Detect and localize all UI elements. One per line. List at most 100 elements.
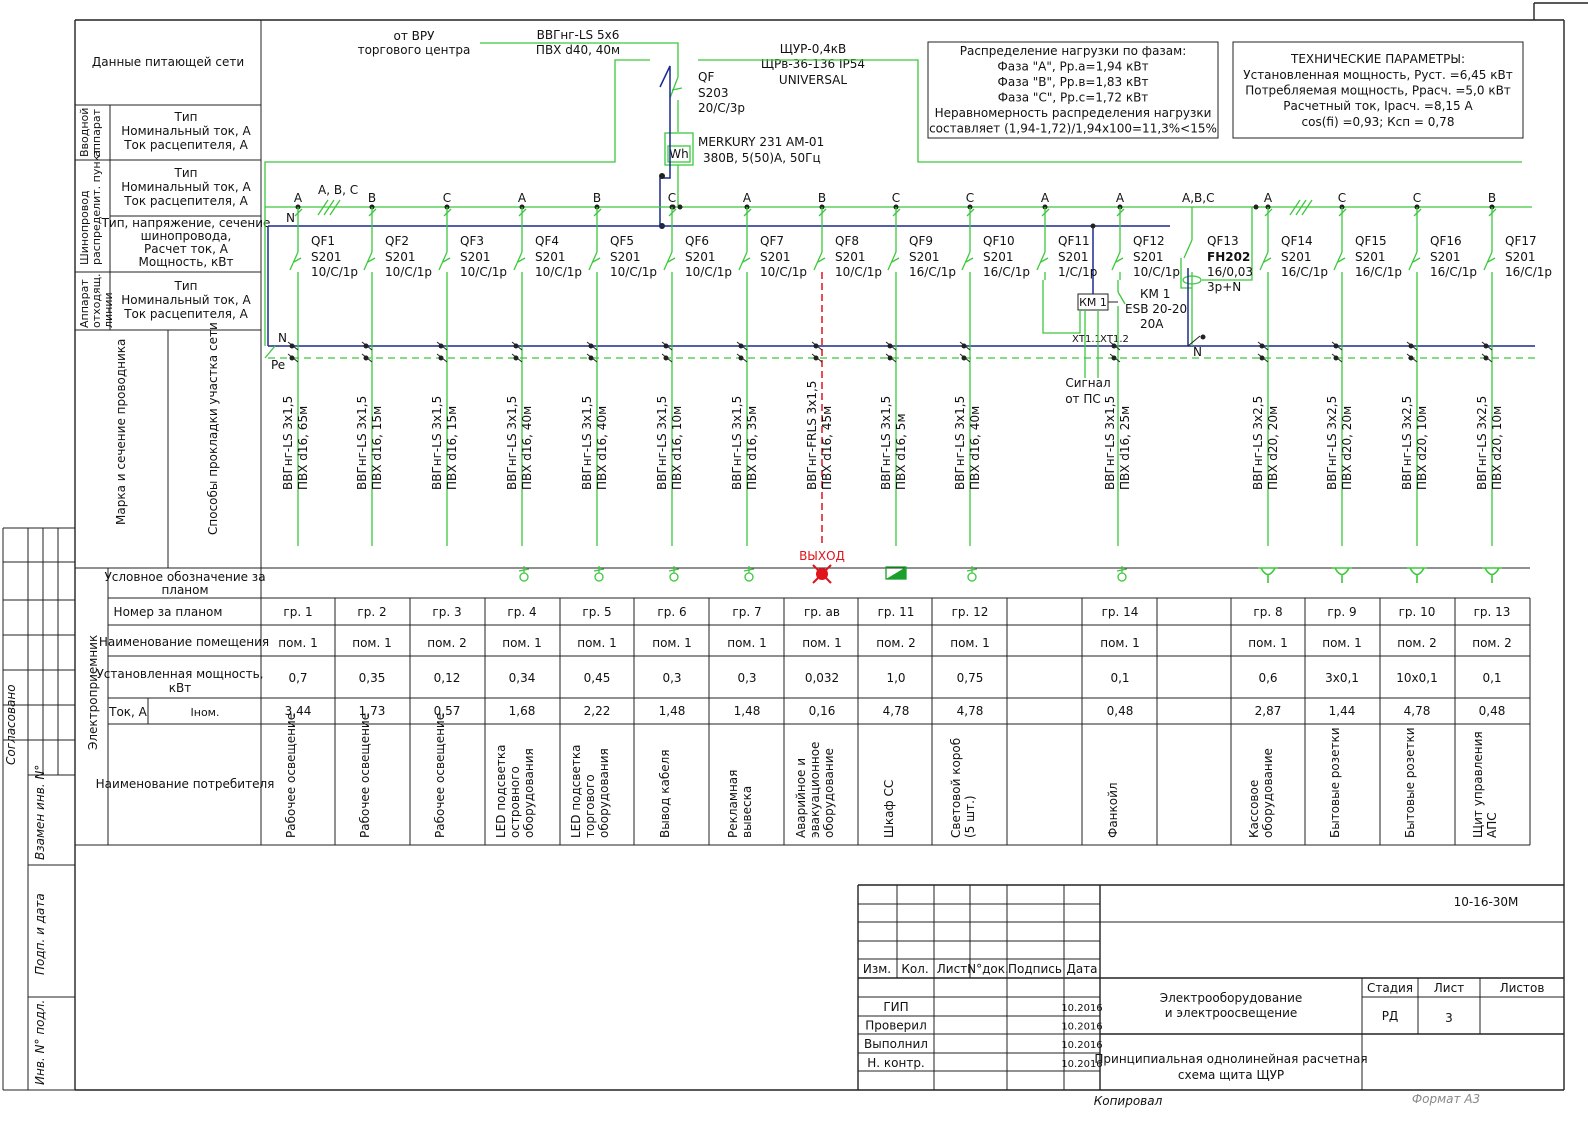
cable-label: ВВГнг-LS 3x1,5ПВХ d16, 15м [430,396,459,490]
cable-label: ВВГнг-LS 3x1,5ПВХ d16, 65м [281,396,310,490]
stamp-col: Изм. [863,962,891,976]
plan-number: гр. 10 [1399,605,1436,619]
label-power-2: кВт [169,681,191,695]
cable-label: ВВГнг-LS 3x1,5ПВХ d16, 5м [879,396,908,490]
consumer-name: Кассовоеоборудование [1247,748,1275,838]
panel-name-3: UNIVERSAL [779,73,847,87]
stamp-stage: РД [1382,1009,1399,1023]
plan-number: гр. 13 [1474,605,1511,619]
qf-device: S201 [1281,250,1312,264]
cable-label: ВВГнг-LS 3x2,5ПВХ d20, 10м [1475,396,1504,490]
km-xt2: ХТ1.2 [1100,334,1129,345]
socket-icon [1407,567,1427,583]
qf-device: S201 [1430,250,1461,264]
tech-title: ТЕХНИЧЕСКИЕ ПАРАМЕТРЫ: [1290,52,1465,66]
consumer-name: Щит управленияАПС [1471,731,1499,838]
qf-label: QF11 [1058,234,1090,248]
qf-rating: 10/С/1р [685,265,732,279]
phase-letter: А [743,191,752,205]
qf-rating: 10/С/1р [460,265,507,279]
label-bus-line-b: шинопровода, [141,229,232,243]
room-name: пом. 2 [876,636,916,650]
phase-line: составляет (1,94-1,72)/1,94х100=11,3%<15… [929,122,1217,136]
installed-power: 0,1 [1482,671,1501,685]
qf-rating: 10/С/1р [760,265,807,279]
side-agreed: Согласовано [4,684,18,765]
cable-label: ВВГнг-LS 3x1,5ПВХ d16, 40м [580,396,609,490]
rated-current: 2,22 [584,704,611,718]
stamp-date: 10.2016 [1061,1003,1102,1014]
bus-abc: А, В, С [318,183,358,197]
qf-device: S201 [835,250,866,264]
cable-label: ВВГнг-LS 3x2,5ПВХ d20, 20м [1325,396,1354,490]
qf-label: QF10 [983,234,1015,248]
km-signal-1: Сигнал [1065,376,1110,390]
tech-line: Потребляемая мощность, Ррасч. =5,0 кВт [1245,84,1511,98]
bus-n-top: N [286,211,295,225]
label-bus-line: Ток расцепителя, А [123,194,248,208]
phase-letter: С [892,191,900,205]
stamp-drawing-2: схема щита ЩУР [1178,1068,1284,1082]
tech-parameters-box: ТЕХНИЧЕСКИЕ ПАРАМЕТРЫ: Установленная мощ… [1232,41,1524,139]
side-inv-replace: Взамен инв. N° [33,765,47,860]
stamp-role: Проверил [865,1019,927,1033]
lamp-icon [967,572,977,582]
qf-rating: 10/С/1р [835,265,882,279]
label-outgoing-line: Ток расцепителя, А [123,307,248,321]
rated-current: 1,48 [734,704,761,718]
qf-device: S201 [983,250,1014,264]
phase-letter: С [443,191,451,205]
phase-letter: А [294,191,303,205]
cable-label: ВВГнг-LS 3x1,5ПВХ d16, 10м [655,396,684,490]
stamp-title-1: Электрооборудование [1160,991,1303,1005]
label-supply: Данные питающей сети [92,55,244,69]
installed-power: 0,12 [434,671,461,685]
stamp-sheet-h: Лист [1434,981,1464,995]
qf-rating: 10/С/1р [610,265,657,279]
qf-label: QF7 [760,234,784,248]
installed-power: 0,45 [584,671,611,685]
room-name: пом. 1 [727,636,767,650]
qf-device: FH202 [1207,250,1250,264]
cable-label: ВВГнг-LS 3x1,5ПВХ d16, 40м [505,396,534,490]
qf-rating: 10/С/1р [385,265,432,279]
phase-letter: А [1264,191,1273,205]
room-name: пом. 1 [950,636,990,650]
qf-rating: 16/С/1р [1505,265,1552,279]
phase-letter: А [518,191,527,205]
phase-letter: С [1413,191,1421,205]
exit-label: ВЫХОД [799,549,845,563]
socket-icon [1332,567,1352,583]
outer-frame [74,2,1588,1091]
room-name: пом. 1 [502,636,542,650]
from-vru-1: от ВРУ [394,29,436,43]
stamp-date: 10.2016 [1061,1022,1102,1033]
lamp-icon [1117,572,1127,582]
label-power-1: Установленная мощность, [96,667,263,681]
rcd-n: N [1193,345,1202,359]
km-box: КМ 1 [1079,296,1107,309]
qf-main-1: QF [698,70,714,84]
stamp-title-2: и электроосвещение [1165,1006,1298,1020]
stamp-role: Н. контр. [867,1056,925,1070]
qf-label: QF17 [1505,234,1537,248]
label-plan-number: Номер за планом [114,605,223,619]
cable-label: ВВГнг-LS 3x1,5ПВХ d16, 40м [953,396,982,490]
qf-rating: 10/С/1р [311,265,358,279]
qf-rating: 16/0,03 [1207,265,1253,279]
label-current: Ток, А [108,705,148,719]
label-bus-line-b: Тип, напряжение, сечение [101,216,271,230]
consumer-name: Аварийное иэвакуационноеоборудование [794,742,836,838]
km-name-3: 20А [1140,317,1164,331]
phase-line: Распределение нагрузки по фазам: [960,44,1187,58]
installed-power: 0,032 [805,671,839,685]
